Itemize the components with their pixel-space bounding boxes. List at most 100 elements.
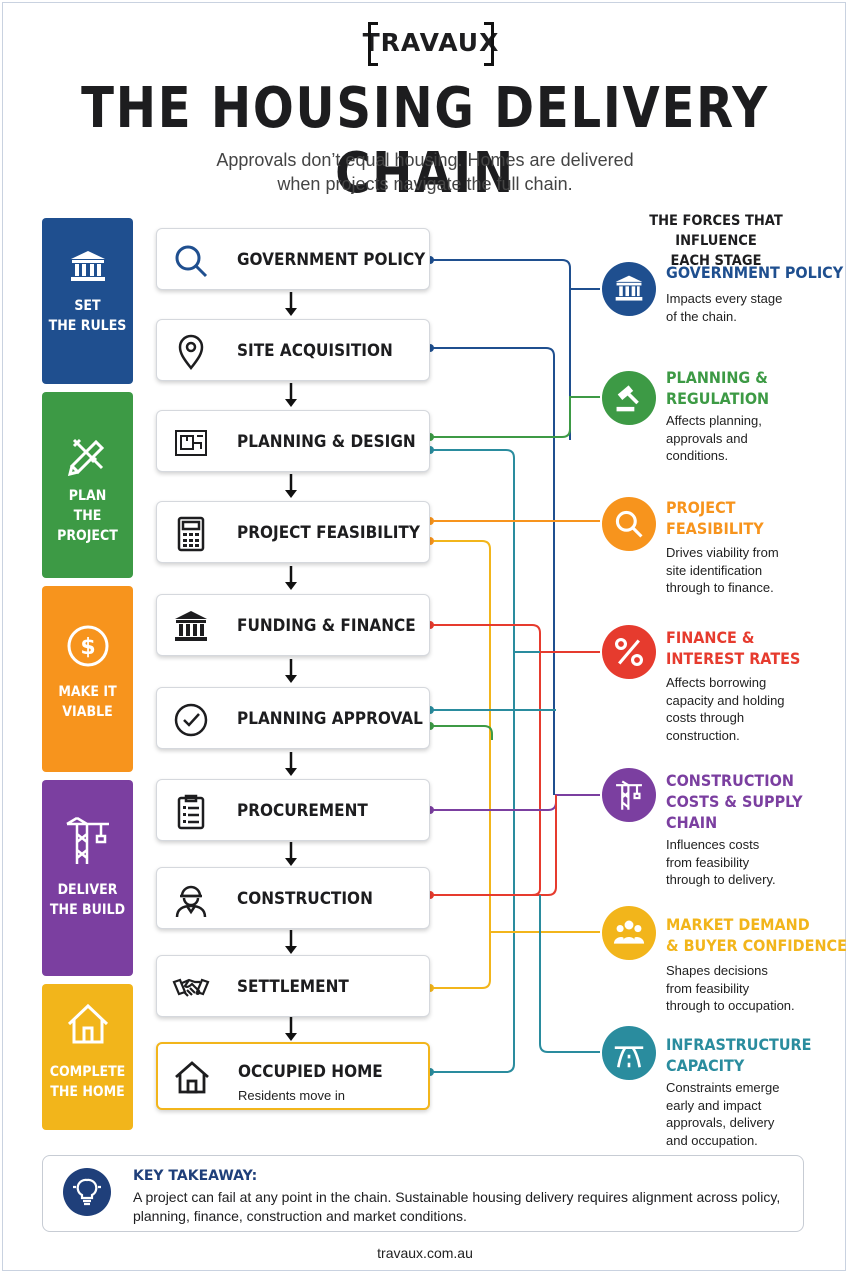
stage-label-line1: PLAN — [68, 488, 107, 504]
force-icon-circle — [602, 768, 656, 822]
step-title: PLANNING & DESIGN — [237, 432, 416, 452]
step-procurement[interactable]: PROCUREMENT — [156, 779, 430, 841]
force-title: FINANCE & INTEREST RATES — [666, 628, 801, 668]
step-funding-finance[interactable]: FUNDING & FINANCE — [156, 594, 430, 656]
dollar-coin-icon: $ — [67, 625, 108, 667]
step-title: CONSTRUCTION — [237, 889, 373, 909]
force-description: Shapes decisions from feasibility throug… — [666, 963, 795, 1013]
down-arrow-icon — [285, 566, 297, 590]
step-site-acquisition[interactable]: SITE ACQUISITION — [156, 319, 430, 381]
forces-heading: THE FORCES THAT INFLUENCE EACH STAGE — [608, 211, 824, 271]
magnifier-icon — [175, 245, 208, 278]
force-title: PLANNING & REGULATION — [666, 368, 770, 408]
step-title: PROCUREMENT — [237, 801, 368, 821]
stage-set-the-rules: SET THE RULES — [42, 218, 133, 384]
step-title: SETTLEMENT — [237, 977, 349, 997]
force-description: Impacts every stage of the chain. — [666, 291, 783, 324]
bank-icon — [615, 275, 643, 301]
connector-construction — [430, 795, 557, 896]
down-arrow-icon — [285, 752, 297, 776]
force-icon-circle — [602, 625, 656, 679]
subtitle-line-2: when projects navigate the full chain. — [277, 174, 573, 194]
stage-label-line1: MAKE IT — [58, 684, 117, 700]
footer-url[interactable]: travaux.com.au — [377, 1245, 473, 1261]
stage-label-line1: COMPLETE — [49, 1064, 126, 1080]
force-title: PROJECT FEASIBILITY — [666, 498, 764, 538]
force-description: Drives viability from site identificatio… — [666, 545, 779, 595]
force-title: GOVERNMENT POLICY — [666, 263, 844, 282]
down-arrow-icon — [285, 292, 297, 316]
step-government-policy[interactable]: GOVERNMENT POLICY — [156, 228, 430, 290]
step-project-feasibility[interactable]: PROJECT FEASIBILITY — [156, 501, 430, 563]
house-icon — [175, 1061, 209, 1094]
step-settlement[interactable]: SETTLEMENT — [156, 955, 430, 1017]
takeaway-title: KEY TAKEAWAY: — [133, 1168, 258, 1184]
down-arrow-icon — [285, 383, 297, 407]
force-description: Affects planning, approvals and conditio… — [666, 413, 762, 463]
magnifier-icon — [615, 510, 643, 538]
step-title: FUNDING & FINANCE — [237, 616, 416, 636]
force-title: CONSTRUCTION COSTS & SUPPLY CHAIN — [666, 771, 803, 832]
step-occupied-home[interactable]: OCCUPIED HOME Residents move in — [156, 1042, 430, 1110]
stage-make-it-viable: $ MAKE IT VIABLE — [42, 586, 133, 772]
stage-label-line1: SET — [74, 298, 101, 314]
road-icon — [614, 1046, 644, 1068]
step-title: PROJECT FEASIBILITY — [237, 523, 420, 543]
check-circle-icon — [174, 703, 208, 737]
ruler-pencil-icon — [67, 438, 104, 476]
stage-label-line2: THE BUILD — [49, 902, 126, 918]
stage-label-line2: VIABLE — [62, 704, 113, 720]
stage-plan-the-project: PLAN THE PROJECT — [42, 392, 133, 578]
connector-site — [430, 347, 555, 795]
stage-label-line1: DELIVER — [57, 882, 118, 898]
gavel-icon — [616, 385, 639, 412]
connector-policy — [430, 259, 571, 440]
stage-label-line2: THE RULES — [48, 318, 127, 334]
page-title: THE HOUSING DELIVERY CHAIN — [81, 76, 769, 206]
down-arrow-icon — [285, 659, 297, 683]
subtitle-line-1: Approvals don’t equal housing. Homes are… — [216, 150, 634, 170]
key-takeaway-box: KEY TAKEAWAY: A project can fail at any … — [42, 1155, 804, 1232]
force-description: Affects borrowing capacity and holding c… — [666, 675, 785, 743]
down-arrow-icon — [285, 474, 297, 498]
step-title: OCCUPIED HOME — [238, 1062, 383, 1082]
page-subtitle: Approvals don’t equal housing. Homes are… — [125, 148, 725, 196]
step-planning-design[interactable]: PLANNING & DESIGN — [156, 410, 430, 472]
step-title: SITE ACQUISITION — [237, 341, 393, 361]
clipboard-icon — [177, 794, 205, 830]
force-icon-circle — [602, 371, 656, 425]
connector-design-infra — [430, 449, 515, 1073]
force-icon-circle — [602, 906, 656, 960]
bank-icon — [175, 611, 207, 641]
forces-heading-line1: THE FORCES THAT INFLUENCE — [649, 213, 783, 249]
worker-icon — [175, 885, 207, 918]
step-title: GOVERNMENT POLICY — [237, 250, 426, 270]
down-arrow-icon — [285, 842, 297, 866]
calculator-icon — [177, 516, 205, 552]
stage-deliver-the-build: DELIVER THE BUILD — [42, 780, 133, 976]
location-pin-icon — [178, 334, 204, 370]
crane-icon — [65, 816, 109, 864]
svg-text:$: $ — [80, 635, 95, 660]
connector-approval-planning — [430, 725, 493, 740]
stage-complete-the-home: COMPLETE THE HOME — [42, 984, 133, 1130]
handshake-icon — [172, 978, 210, 997]
brand-logo: TRAVAUX — [363, 22, 498, 66]
force-description: Constraints emerge early and impact appr… — [666, 1080, 780, 1148]
step-title: PLANNING APPROVAL — [237, 709, 423, 729]
down-arrow-icon — [285, 930, 297, 954]
step-planning-approval[interactable]: PLANNING APPROVAL — [156, 687, 430, 749]
connector-funding — [430, 624, 541, 896]
connector-infra-main — [539, 895, 600, 1053]
building-icon — [70, 251, 105, 281]
people-icon — [613, 920, 645, 944]
force-icon-circle — [602, 262, 656, 316]
step-construction[interactable]: CONSTRUCTION — [156, 867, 430, 929]
force-icon-circle — [602, 497, 656, 551]
force-title: INFRASTRUCTURE CAPACITY — [666, 1035, 812, 1075]
connector-feas-market — [430, 540, 491, 989]
step-subtitle: Residents move in — [238, 1088, 345, 1103]
down-arrow-icon — [285, 1017, 297, 1041]
